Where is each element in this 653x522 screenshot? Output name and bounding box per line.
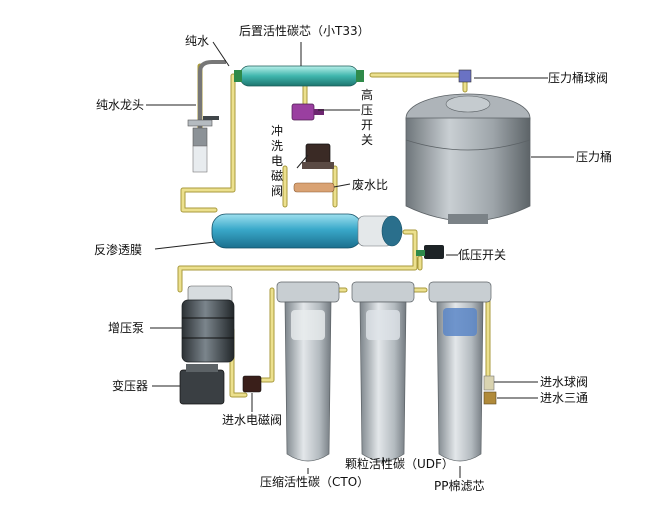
label-transformer: 变压器 — [112, 379, 149, 393]
label-inlet-tee: 进水三通 — [540, 391, 589, 405]
high-pressure-switch-icon — [291, 103, 324, 121]
transformer-icon — [179, 364, 225, 405]
inlet-ball-valve-icon — [483, 375, 497, 405]
label-ro-membrane: 反渗透膜 — [94, 243, 143, 257]
label-pp: PP棉滤芯 — [434, 479, 485, 493]
low-pressure-switch-icon — [416, 245, 444, 259]
label-waste-ratio: 废水比 — [352, 178, 389, 192]
label-high-switch: 高压开关 — [361, 88, 374, 147]
filter-housing-icon — [276, 281, 492, 462]
label-inlet-ball-valve: 进水球阀 — [540, 375, 589, 389]
label-low-switch: 低压开关 — [458, 248, 507, 262]
label-inlet-valve: 进水电磁阀 — [222, 413, 283, 427]
post-carbon-filter-icon — [234, 65, 364, 87]
booster-pump-icon — [181, 285, 235, 363]
label-faucet: 纯水龙头 — [96, 98, 145, 112]
label-tank-valve: 压力桶球阀 — [548, 71, 609, 85]
pressure-tank-icon — [405, 93, 531, 224]
pointer-lines — [146, 41, 574, 478]
label-flush-valve: 冲洗电磁阀 — [271, 124, 284, 198]
ro-membrane-icon — [211, 213, 403, 249]
inlet-solenoid-valve-icon — [242, 375, 262, 393]
label-post-carbon: 后置活性碳芯（小T33） — [239, 24, 370, 38]
waste-ratio-icon — [293, 182, 335, 193]
label-pure-water: 纯水 — [185, 34, 210, 48]
label-cto: 压缩活性碳（CTO） — [260, 475, 370, 489]
label-tank: 压力桶 — [576, 150, 613, 164]
label-booster-pump: 增压泵 — [108, 321, 145, 335]
faucet-icon — [187, 60, 226, 173]
label-udf: 颗粒活性碳（UDF） — [345, 457, 454, 471]
tank-ball-valve-icon — [458, 69, 472, 83]
solenoid-valve-icon — [302, 143, 334, 169]
